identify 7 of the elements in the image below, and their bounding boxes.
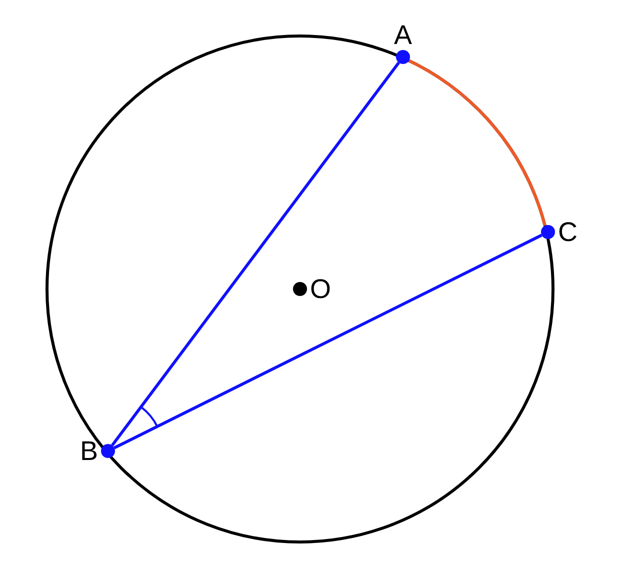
point-label: C	[558, 217, 578, 247]
chord-line	[114, 234, 542, 450]
point-label: A	[394, 20, 412, 50]
arc-line	[408, 59, 546, 226]
point-label: O	[310, 274, 332, 304]
chord-line	[111, 62, 400, 446]
point-label: B	[80, 436, 98, 466]
